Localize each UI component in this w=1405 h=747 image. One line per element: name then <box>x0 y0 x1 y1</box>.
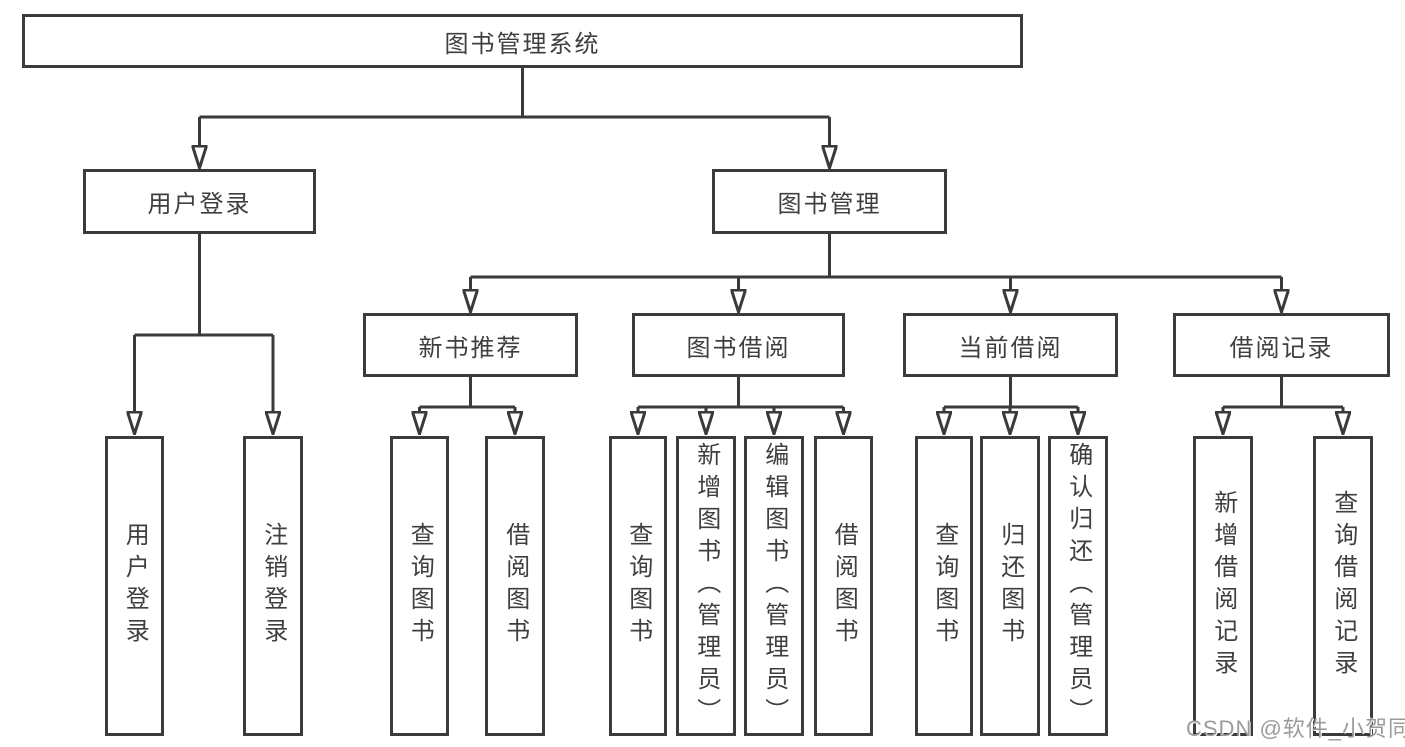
edge-login-trunk <box>134 234 273 337</box>
node-book-borrowing: 图书借阅 <box>632 313 845 377</box>
leaf-label: 确认归还（管理员） <box>1064 442 1092 730</box>
node-user-login-group: 用户登录 <box>83 169 316 234</box>
leaf-label: 编辑图书（管理员） <box>760 442 788 730</box>
node-leaf-logout: 注销登录 <box>243 436 303 736</box>
leaf-label: 新增借阅记录 <box>1209 490 1237 682</box>
node-leaf-user-login: 用户登录 <box>105 436 164 736</box>
edge-root-trunk <box>199 68 830 119</box>
node-leaf-rec-borrow-books: 借阅图书 <box>485 436 545 736</box>
node-leaf-bor-add-books-admin: 新增图书（管理员） <box>676 436 736 736</box>
leaf-label: 查询图书 <box>624 522 652 650</box>
node-book-management: 图书管理 <box>712 169 947 234</box>
node-current-borrowing: 当前借阅 <box>903 313 1118 377</box>
edge-bookmgmt-trunk <box>470 234 1282 279</box>
node-leaf-recs-query-record: 查询借阅记录 <box>1313 436 1373 736</box>
leaf-label: 查询借阅记录 <box>1329 490 1357 682</box>
node-leaf-bor-query-books: 查询图书 <box>609 436 667 736</box>
leaf-label: 归还图书 <box>996 522 1024 650</box>
leaf-label: 注销登录 <box>259 522 287 650</box>
leaf-label: 借阅图书 <box>501 522 529 650</box>
edge-borrow-trunk <box>638 377 844 409</box>
node-borrowing-records: 借阅记录 <box>1173 313 1390 377</box>
node-leaf-cur-return-books: 归还图书 <box>980 436 1040 736</box>
node-leaf-cur-confirm-return-admin: 确认归还（管理员） <box>1048 436 1108 736</box>
edge-records-trunk <box>1223 377 1343 409</box>
node-root-title: 图书管理系统 <box>22 14 1023 68</box>
node-new-book-recommendation: 新书推荐 <box>363 313 578 377</box>
leaf-label: 借阅图书 <box>830 522 858 650</box>
leaf-label: 用户登录 <box>121 522 149 650</box>
edge-newrec-trunk <box>419 377 515 409</box>
csdn-watermark: CSDN @软件_小贺同学 <box>1186 716 1405 741</box>
node-leaf-bor-borrow-books: 借阅图书 <box>814 436 873 736</box>
node-leaf-bor-edit-books-admin: 编辑图书（管理员） <box>744 436 804 736</box>
node-leaf-rec-query-books: 查询图书 <box>390 436 449 736</box>
edge-current-trunk <box>944 377 1078 409</box>
leaf-label: 新增图书（管理员） <box>692 442 720 730</box>
node-leaf-cur-query-books: 查询图书 <box>915 436 973 736</box>
node-leaf-recs-add-record: 新增借阅记录 <box>1193 436 1253 736</box>
leaf-label: 查询图书 <box>930 522 958 650</box>
leaf-label: 查询图书 <box>406 522 434 650</box>
